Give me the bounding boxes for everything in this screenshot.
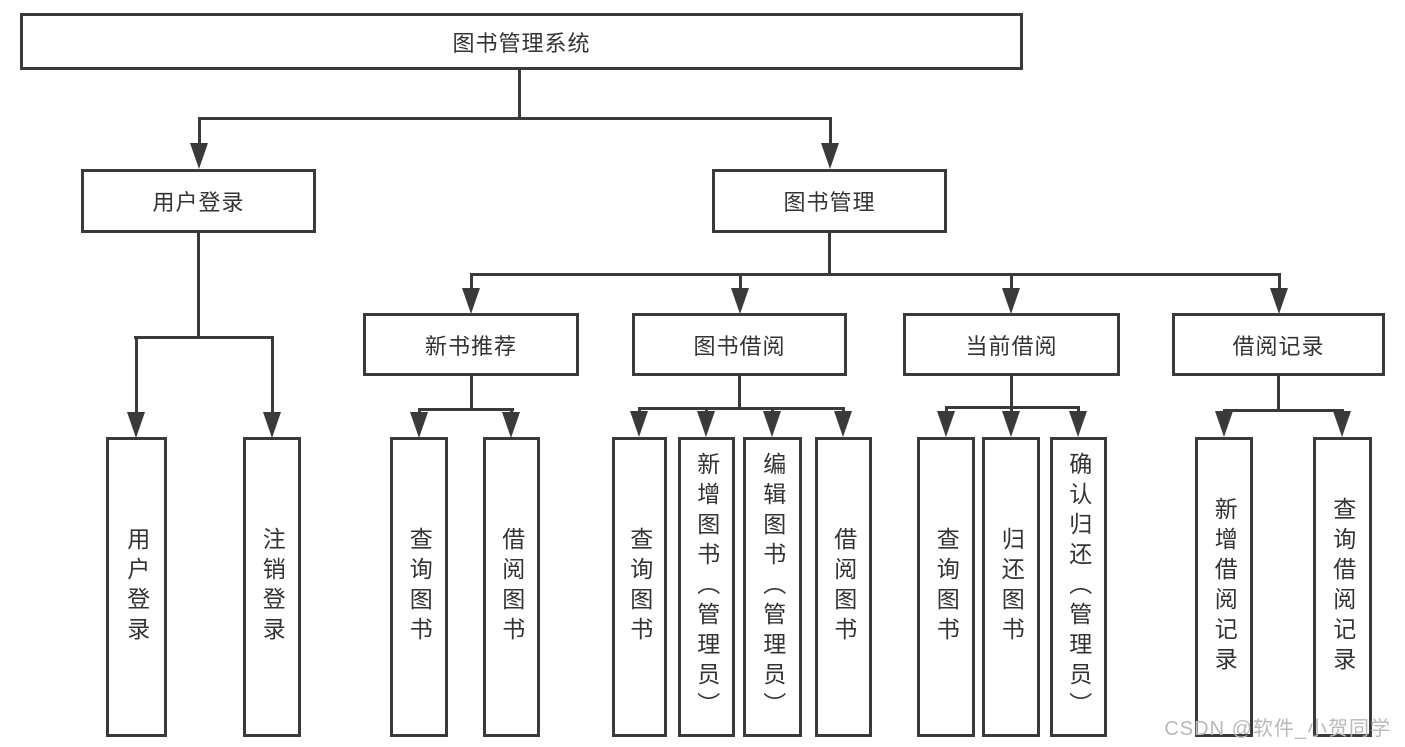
diagram-node-user-login: 用户登录 (81, 169, 316, 233)
connector-line (1010, 406, 1013, 414)
arrow-down-icon (1002, 411, 1020, 437)
arrow-down-icon (1002, 288, 1020, 314)
connector-line (638, 407, 845, 410)
node-label: 借阅记录 (1232, 333, 1325, 359)
diagram-leaf-confirm-return-admin: 确认归还（管理员） (1050, 437, 1107, 737)
connector-line (828, 233, 831, 273)
connector-line (829, 117, 832, 145)
arrow-down-icon (731, 288, 749, 314)
arrow-down-icon (1215, 411, 1233, 437)
arrow-down-icon (410, 412, 428, 438)
leaf-label: 查询借阅记录 (1329, 497, 1356, 677)
arrow-down-icon (763, 411, 781, 437)
connector-line (518, 70, 521, 117)
connector-line (739, 273, 742, 290)
arrow-down-icon (834, 411, 852, 437)
node-label: 图书管理系统 (452, 30, 591, 56)
diagram-node-borrow-records: 借阅记录 (1172, 313, 1385, 376)
diagram-node-new-book-recommend: 新书推荐 (363, 313, 579, 376)
leaf-label: 新增借阅记录 (1211, 497, 1238, 677)
arrow-down-icon (1069, 411, 1087, 437)
connector-line (738, 376, 741, 407)
diagram-leaf-add-borrow-record: 新增借阅记录 (1195, 437, 1253, 737)
node-label: 用户登录 (152, 190, 245, 215)
diagram-leaf-logout: 注销登录 (243, 437, 301, 737)
arrow-down-icon (1333, 411, 1351, 437)
leaf-label: 查询图书 (626, 527, 653, 647)
arrow-down-icon (937, 411, 955, 437)
connector-line (1010, 376, 1013, 406)
leaf-label: 查询图书 (933, 527, 960, 647)
node-label: 当前借阅 (965, 333, 1058, 359)
connector-line (135, 336, 138, 414)
connector-line (1278, 273, 1281, 290)
arrow-down-icon (1270, 288, 1288, 314)
connector-line (470, 375, 473, 410)
arrow-down-icon (502, 412, 520, 438)
connector-line (134, 336, 274, 339)
node-label: 新书推荐 (424, 333, 517, 359)
diagram-leaf-return-books: 归还图书 (982, 437, 1040, 737)
diagram-node-current-borrow: 当前借阅 (903, 313, 1120, 376)
leaf-label: 借阅图书 (498, 527, 525, 647)
connector-line (470, 273, 1281, 276)
csdn-watermark: CSDN @软件_小贺同学 (1164, 718, 1391, 740)
diagram-node-book-borrow: 图书借阅 (632, 313, 847, 376)
leaf-label: 注销登录 (259, 527, 286, 647)
leaf-label: 借阅图书 (830, 527, 857, 647)
diagram-leaf-borrow-books: 借阅图书 (483, 437, 540, 737)
connector-line (198, 117, 201, 145)
leaf-label: 归还图书 (998, 527, 1025, 647)
leaf-label: 用户登录 (123, 527, 150, 647)
leaf-label: 查询图书 (406, 527, 433, 647)
connector-line (197, 233, 200, 336)
connector-line (198, 117, 832, 120)
node-label: 图书管理 (783, 190, 876, 215)
diagram-node-root: 图书管理系统 (20, 13, 1023, 70)
arrow-down-icon (630, 411, 648, 437)
arrow-down-icon (127, 412, 145, 438)
diagram-leaf-borrow-books: 借阅图书 (815, 437, 872, 737)
connector-line (1223, 409, 1344, 412)
arrow-down-icon (263, 412, 281, 438)
leaf-label: 新增图书（管理员） (693, 452, 720, 722)
diagram-leaf-edit-books-admin: 编辑图书（管理员） (743, 437, 802, 737)
node-label: 图书借阅 (693, 333, 786, 359)
arrow-down-icon (821, 143, 839, 169)
leaf-label: 确认归还（管理员） (1065, 452, 1092, 722)
arrow-down-icon (190, 143, 208, 169)
connector-line (1077, 406, 1080, 414)
connector-line (418, 408, 514, 411)
arrow-down-icon (462, 288, 480, 314)
connector-line (1277, 376, 1280, 409)
connector-line (1010, 273, 1013, 290)
connector-line (470, 273, 473, 290)
leaf-label: 编辑图书（管理员） (759, 452, 786, 722)
diagram-leaf-add-books-admin: 新增图书（管理员） (678, 437, 735, 737)
diagram-leaf-query-books: 查询图书 (612, 437, 667, 737)
diagram-leaf-query-books: 查询图书 (390, 437, 448, 737)
connector-line (945, 406, 948, 414)
arrow-down-icon (697, 411, 715, 437)
diagram-leaf-query-borrow-record: 查询借阅记录 (1313, 437, 1372, 737)
connector-line (271, 336, 274, 414)
diagram-leaf-query-books: 查询图书 (917, 437, 975, 737)
diagram-node-book-management: 图书管理 (712, 169, 947, 233)
diagram-leaf-user-login: 用户登录 (106, 437, 167, 737)
